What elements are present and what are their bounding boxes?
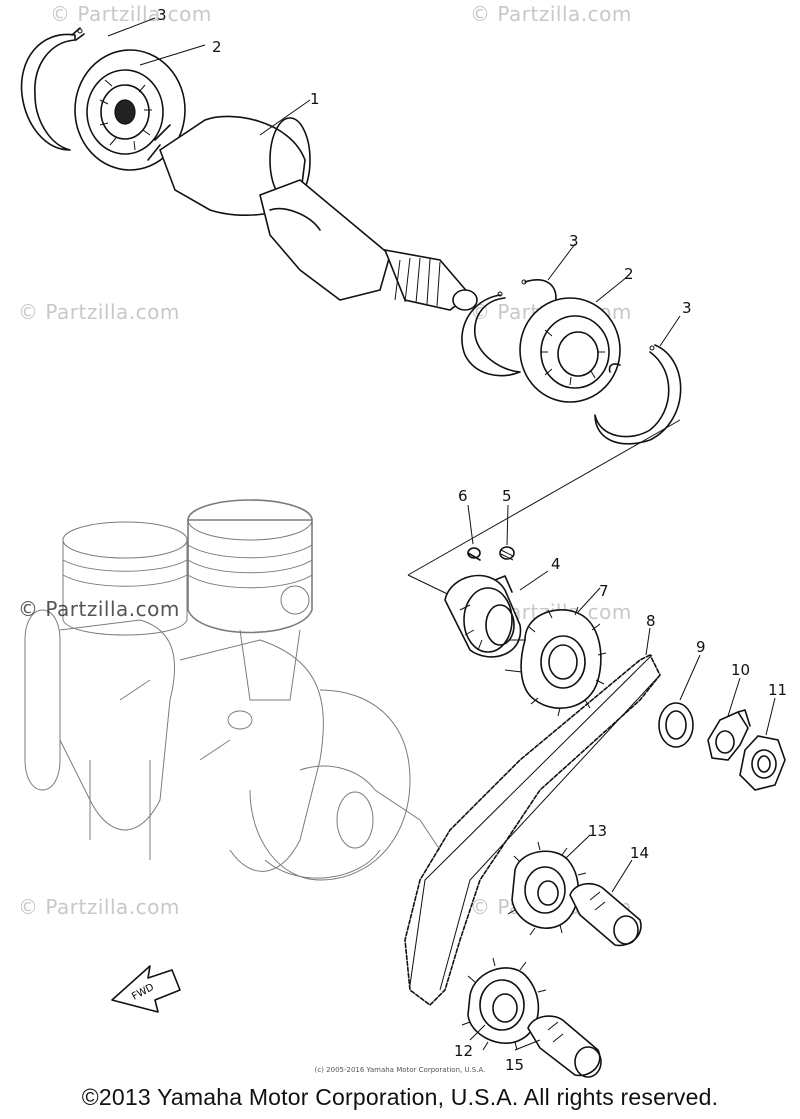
circlip-mid-right bbox=[594, 344, 682, 445]
callout-number: 2 bbox=[624, 265, 634, 283]
callout-number: 9 bbox=[696, 638, 706, 656]
chain-part-8 bbox=[404, 654, 661, 1006]
shaft-part-14 bbox=[569, 882, 642, 947]
callout-number: 4 bbox=[551, 555, 561, 573]
sprocket-part-12 bbox=[461, 957, 547, 1051]
circlip-top-left bbox=[20, 27, 85, 151]
sprocket-part-7 bbox=[504, 606, 607, 717]
washer-part-9 bbox=[658, 702, 694, 748]
nut-part-11 bbox=[739, 735, 786, 791]
crankshaft bbox=[147, 115, 478, 311]
fwd-arrow: FWD bbox=[111, 965, 181, 1013]
watermark: © Partzilla.com bbox=[18, 597, 180, 621]
small-credit-text: (c) 2005-2016 Yamaha Motor Corporation, … bbox=[314, 1066, 486, 1074]
fwd-label: FWD bbox=[130, 982, 156, 1003]
callout-number: 6 bbox=[458, 487, 468, 505]
spring-part-5 bbox=[499, 546, 515, 561]
callout-number: 7 bbox=[599, 582, 609, 600]
bearing-top-left bbox=[74, 49, 186, 171]
piston-engine-assembly bbox=[24, 499, 441, 881]
watermark: © Partzilla.com bbox=[50, 2, 212, 26]
hub-part-4 bbox=[444, 574, 522, 658]
shaft-part-15 bbox=[527, 1015, 602, 1078]
callout-number: 13 bbox=[588, 822, 607, 840]
callout-number: 5 bbox=[502, 487, 512, 505]
callout-number: 2 bbox=[212, 38, 222, 56]
circlip-mid-left bbox=[461, 291, 521, 377]
callout-number: 14 bbox=[630, 844, 649, 862]
lock-washer-part-10 bbox=[707, 709, 751, 761]
bearing-mid bbox=[519, 297, 621, 403]
sprocket-part-13 bbox=[507, 841, 587, 936]
watermark: © Partzilla.com bbox=[470, 2, 632, 26]
callout-number: 10 bbox=[731, 661, 750, 679]
callout-number: 3 bbox=[157, 6, 167, 24]
callout-number: 12 bbox=[454, 1042, 473, 1060]
watermark: © Partzilla.com bbox=[18, 895, 180, 919]
callout-number: 11 bbox=[768, 681, 787, 699]
callout-number: 3 bbox=[682, 299, 692, 317]
callout-number: 1 bbox=[310, 90, 320, 108]
callout-number: 3 bbox=[569, 232, 579, 250]
callout-number: 8 bbox=[646, 612, 656, 630]
pin-part-6 bbox=[467, 547, 481, 561]
watermark: © Partzilla.com bbox=[18, 300, 180, 324]
callout-number: 15 bbox=[505, 1056, 524, 1074]
copyright-notice: ©2013 Yamaha Motor Corporation, U.S.A. A… bbox=[81, 1084, 719, 1110]
